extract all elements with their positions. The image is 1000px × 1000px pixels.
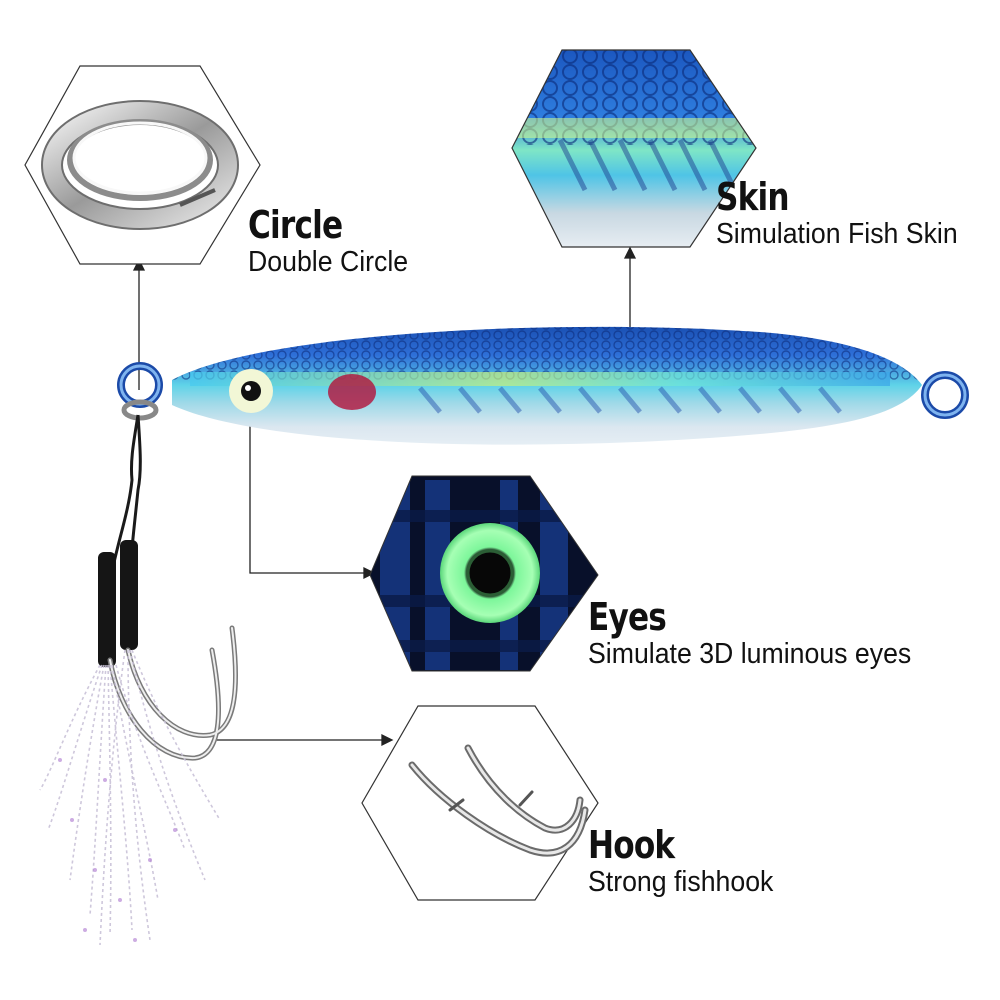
hook-feature-label: Hook Strong fishhook [588, 823, 790, 899]
circle-feature-hexagon [24, 65, 261, 265]
split-ring-icon [41, 100, 239, 230]
feature-subtitle: Simulation Fish Skin [716, 217, 958, 250]
fishing-lure [117, 326, 969, 445]
fishhook-icon [408, 744, 589, 857]
arrowhead-hook [381, 733, 394, 747]
feature-subtitle: Double Circle [248, 245, 409, 278]
rear-eyelet [921, 371, 969, 419]
arrowhead-circle [132, 258, 146, 271]
arrowhead-eyes [363, 566, 376, 580]
skirt-sparkles [58, 758, 177, 942]
hook-wrap-right [120, 540, 138, 650]
hook-feature-hexagon [361, 705, 599, 901]
hexagon-frame [361, 705, 599, 901]
eyes-feature-label: Eyes Simulate 3D luminous eyes [588, 595, 939, 671]
eyes-feature-hexagon [369, 475, 599, 672]
feature-title: Hook [588, 823, 675, 867]
skin-feature-label: Skin Simulation Fish Skin [716, 175, 979, 251]
front-eyelet [117, 362, 163, 421]
feature-title: Skin [716, 175, 790, 219]
feature-subtitle: Simulate 3D luminous eyes [588, 637, 912, 670]
feature-title: Eyes [588, 595, 667, 639]
flash-skirt [39, 649, 221, 946]
hexagon-frame [369, 475, 599, 672]
hexagon-frame [511, 49, 757, 248]
lure-eye [229, 369, 273, 413]
connector-eyes [249, 395, 370, 574]
feature-subtitle: Strong fishhook [588, 865, 774, 898]
assist-hook-assembly [39, 414, 238, 946]
feature-title: Circle [248, 203, 343, 247]
connector-lines [132, 246, 637, 747]
gill-spot [328, 374, 376, 410]
circle-feature-label: Circle Double Circle [248, 203, 422, 279]
hook-wrap-left [98, 552, 116, 667]
arrowhead-skin [623, 246, 637, 259]
